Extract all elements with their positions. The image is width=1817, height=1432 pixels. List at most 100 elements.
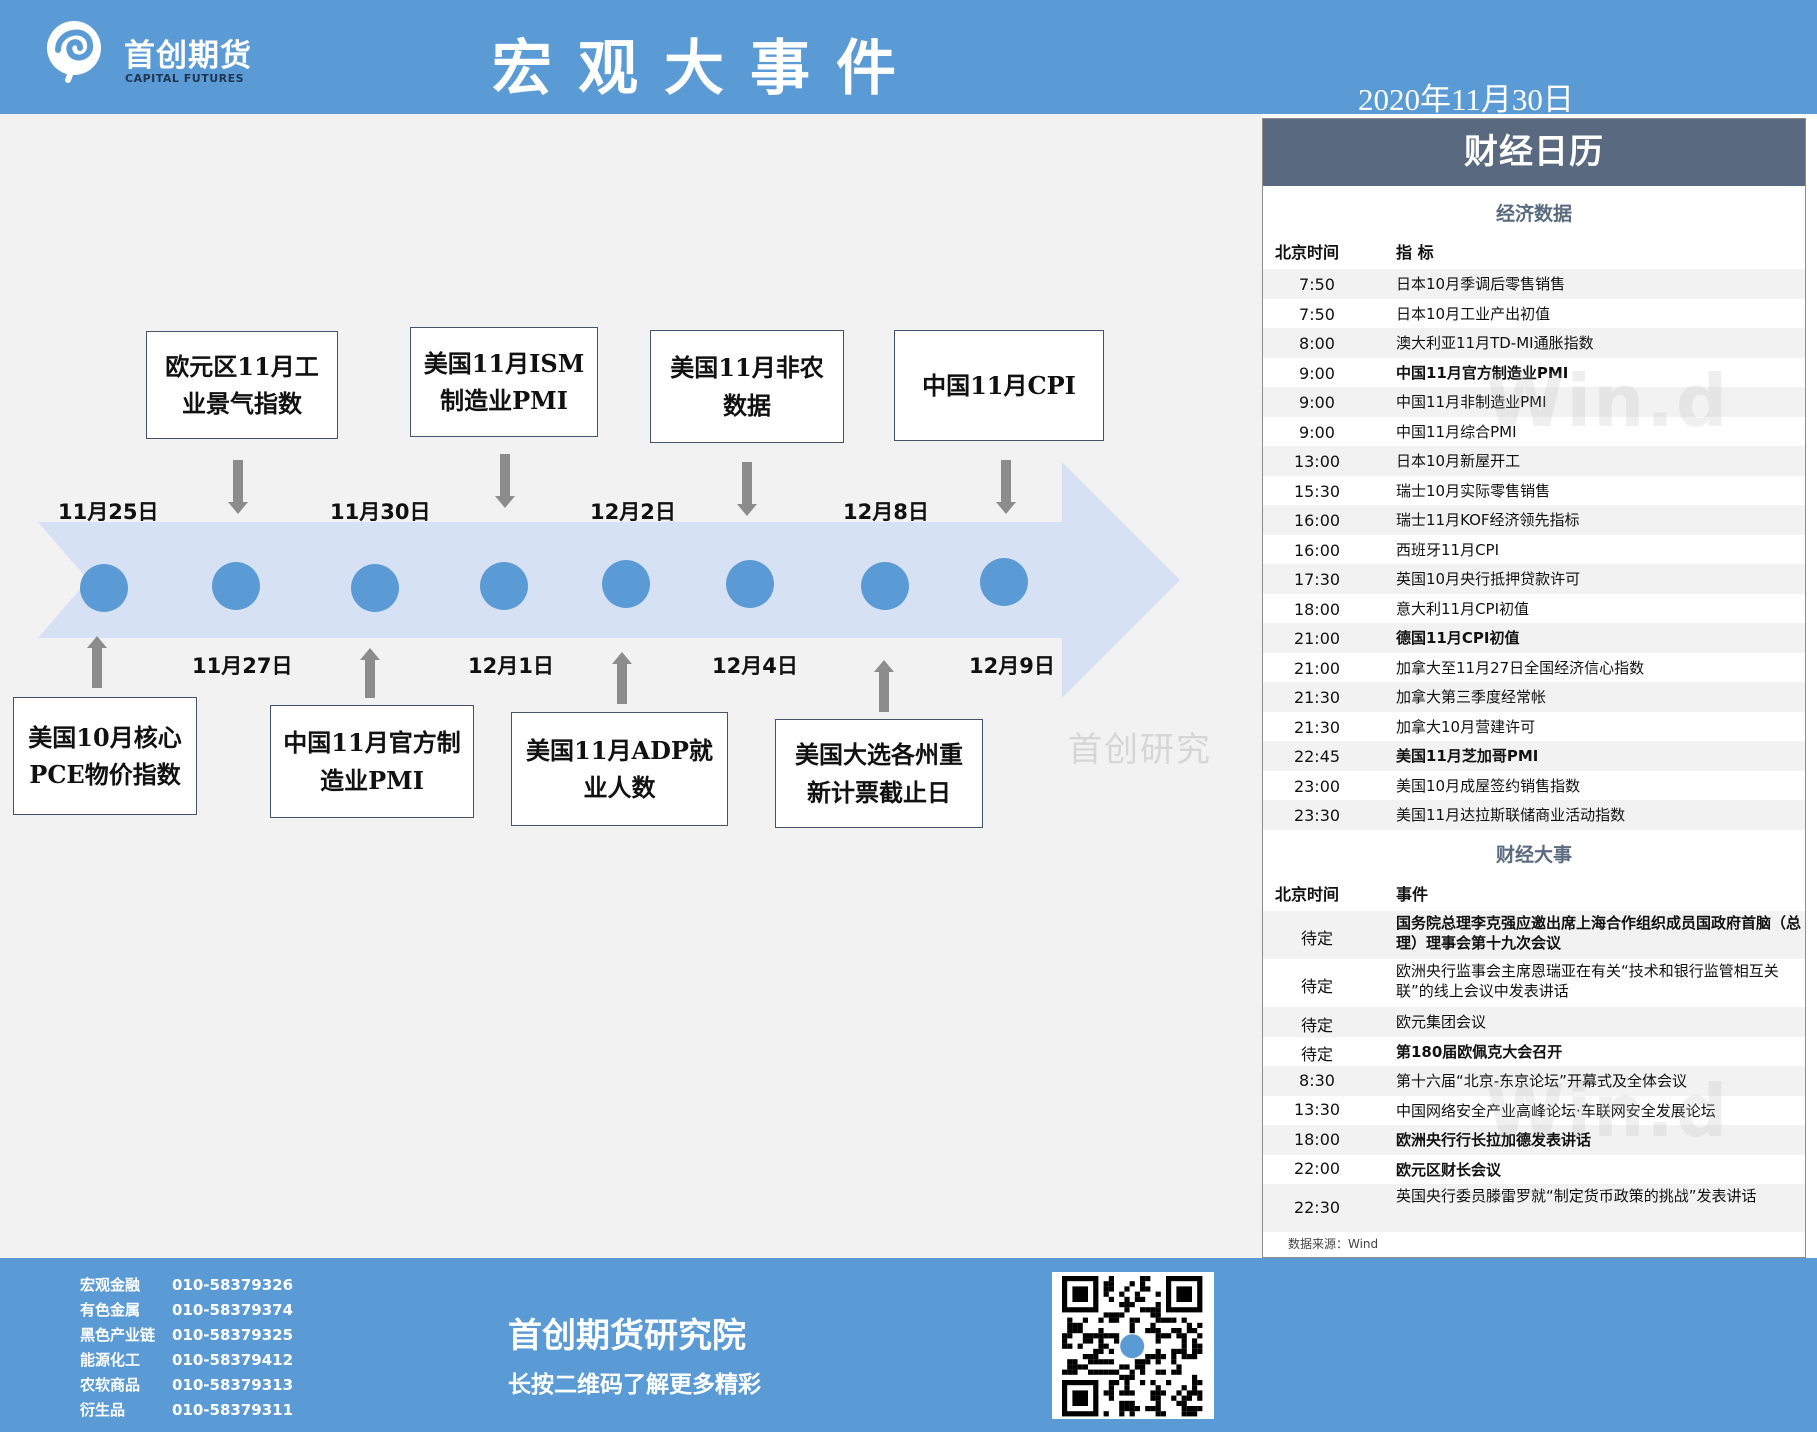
wind-watermark: Win.d	[1485, 359, 1730, 443]
timeline-dot	[861, 562, 909, 610]
event-row: 待定 第180届欧佩克大会召开	[1263, 1037, 1805, 1067]
row-event: 第十六届“北京-东京论坛”开幕式及全体会议	[1396, 1072, 1687, 1090]
event-box: 欧元区11月工业景气指数	[146, 331, 338, 439]
row-time: 7:50	[1299, 304, 1335, 324]
timeline-dot	[980, 558, 1028, 606]
data-source: 数据来源：Wind	[1288, 1237, 1379, 1251]
connector-arrow	[495, 454, 515, 508]
row-indicator: 中国11月官方制造业PMI	[1396, 363, 1569, 382]
econ-data-row: 9:00 中国11月非制造业PMI	[1263, 387, 1805, 417]
page-date: 2020年11月30日	[1358, 82, 1574, 117]
econ-data-row: 17:30 英国10月央行抵押贷款许可	[1263, 564, 1805, 594]
row-time: 22:00	[1293, 1159, 1341, 1179]
row-time: 16:00	[1293, 511, 1341, 530]
event-row: 待定 国务院总理李克强应邀出席上海合作组织成员国政府首脑（总理）理事会第十九次会议	[1263, 911, 1805, 959]
row-time: 21:30	[1293, 717, 1341, 737]
contact-phone: 010-58379326	[172, 1276, 294, 1294]
connector-arrow	[996, 460, 1016, 514]
brand-name-en: CAPITAL FUTURES	[125, 72, 245, 85]
qr-slogan: 长按二维码了解更多精彩	[508, 1372, 761, 1398]
calendar-title: 财经日历	[1263, 119, 1805, 186]
contact-line: 黑色产业链 010-58379325	[80, 1324, 293, 1345]
connector-arrow	[228, 460, 248, 514]
row-time: 7:50	[1299, 275, 1335, 294]
event-box: 美国11月ISM制造业PMI	[410, 327, 598, 437]
row-time: 待定	[1300, 1045, 1333, 1065]
row-time: 待定	[1300, 1015, 1333, 1035]
connector-arrow	[612, 652, 632, 704]
row-indicator: 加拿大10月营建许可	[1396, 717, 1536, 736]
row-time: 22:45	[1293, 747, 1341, 766]
page-header: 首创期货 CAPITAL FUTURES 宏观大事件 2020年11月30日	[0, 0, 1817, 117]
date-label: 11月30日	[330, 500, 431, 524]
row-time: 21:30	[1293, 688, 1341, 707]
event-row: 待定欧洲央行监事会主席恩瑞亚在有关“技术和银行监管相互关联”的线上会议中发表讲话	[1263, 959, 1805, 1007]
contact-dept: 能源化工	[80, 1351, 141, 1369]
row-time: 待定	[1300, 929, 1333, 948]
contact-phone: 010-58379412	[172, 1351, 294, 1369]
econ-data-row: 22:45 美国11月芝加哥PMI	[1263, 741, 1805, 771]
date-label: 12月9日	[969, 654, 1055, 678]
date-label: 11月27日	[192, 654, 293, 678]
timeline-dot	[480, 562, 528, 610]
events-section-title: 财经大事	[1495, 844, 1572, 866]
event-row: 8:30 第十六届“北京-东京论坛”开幕式及全体会议	[1263, 1066, 1805, 1096]
row-time: 9:00	[1299, 393, 1335, 412]
event-box: 美国大选各州重新计票截止日	[775, 719, 983, 828]
row-time: 13:00	[1293, 452, 1341, 471]
date-label: 12月4日	[712, 654, 798, 678]
row-event: 国务院总理李克强应邀出席上海合作组织成员国政府首脑（总理）理事会第十九次会议	[1396, 914, 1802, 952]
contact-phone: 010-58379325	[172, 1326, 294, 1344]
row-time: 18:00	[1293, 1129, 1341, 1149]
econ-data-section-title: 经济数据	[1495, 203, 1572, 225]
contact-dept: 宏观金融	[80, 1276, 141, 1294]
row-time: 17:30	[1293, 570, 1341, 589]
institute-name: 首创期货研究院	[508, 1316, 746, 1356]
row-time: 21:00	[1293, 658, 1341, 678]
row-indicator: 美国10月成屋签约销售指数	[1396, 776, 1581, 795]
row-indicator: 英国10月央行抵押贷款许可	[1396, 570, 1581, 588]
row-indicator: 中国11月非制造业PMI	[1396, 393, 1547, 411]
contact-line: 宏观金融 010-58379326	[80, 1274, 293, 1295]
page-title: 宏观大事件	[492, 34, 922, 104]
contact-phone: 010-58379374	[172, 1301, 294, 1319]
contact-dept: 农软商品	[80, 1376, 141, 1394]
row-time: 18:00	[1293, 599, 1341, 619]
row-event: 第180届欧佩克大会召开	[1396, 1042, 1563, 1061]
row-indicator: 德国11月CPI初值	[1396, 629, 1520, 647]
timeline-dot	[80, 564, 128, 612]
connector-arrow	[87, 636, 107, 688]
row-event: 欧元集团会议	[1396, 1013, 1487, 1031]
events-col-time: 北京时间	[1275, 885, 1340, 904]
row-indicator: 中国11月综合PMI	[1396, 422, 1517, 441]
row-indicator: 西班牙11月CPI	[1396, 540, 1500, 559]
research-watermark: 首创研究	[1068, 730, 1212, 770]
brand-name-cn: 首创期货	[124, 38, 252, 74]
row-indicator: 美国11月芝加哥PMI	[1396, 747, 1539, 765]
qr-code-icon[interactable]	[1052, 1272, 1214, 1419]
row-indicator: 日本10月新屋开工	[1396, 452, 1521, 470]
wind-watermark: Win.d	[1485, 1069, 1730, 1153]
row-time: 9:00	[1299, 363, 1335, 383]
timeline-graphic	[38, 454, 1180, 712]
row-event: 英国央行委员滕雷罗就“制定货币政策的挑战”发表讲话	[1396, 1187, 1757, 1205]
contact-dept: 黑色产业链	[80, 1326, 156, 1344]
row-time: 8:30	[1299, 1070, 1335, 1090]
row-time: 21:00	[1293, 629, 1341, 648]
date-label: 11月25日	[58, 500, 159, 524]
connector-arrow	[874, 660, 894, 712]
econ-data-row: 13:00 日本10月新屋开工	[1263, 446, 1805, 476]
row-indicator: 瑞士10月实际零售销售	[1396, 481, 1551, 500]
